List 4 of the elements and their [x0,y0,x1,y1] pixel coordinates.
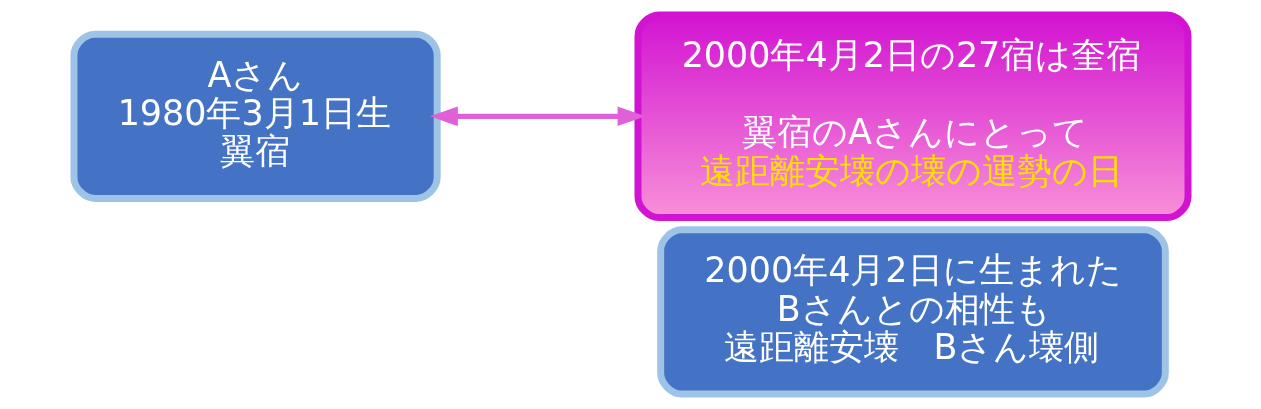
node-box: 2000年4月2日に生まれた Bさんとの相性も 遠距離安壊 Bさん壊側 [656,226,1169,398]
node-box: 2000年4月2日の27宿は奎宿 翼宿のAさんにとって 遠距離安壊の壊の運勢の日 [634,11,1191,222]
node-box: Aさん 1980年3月1日生 翼宿 [70,30,441,202]
arrow [429,106,646,127]
